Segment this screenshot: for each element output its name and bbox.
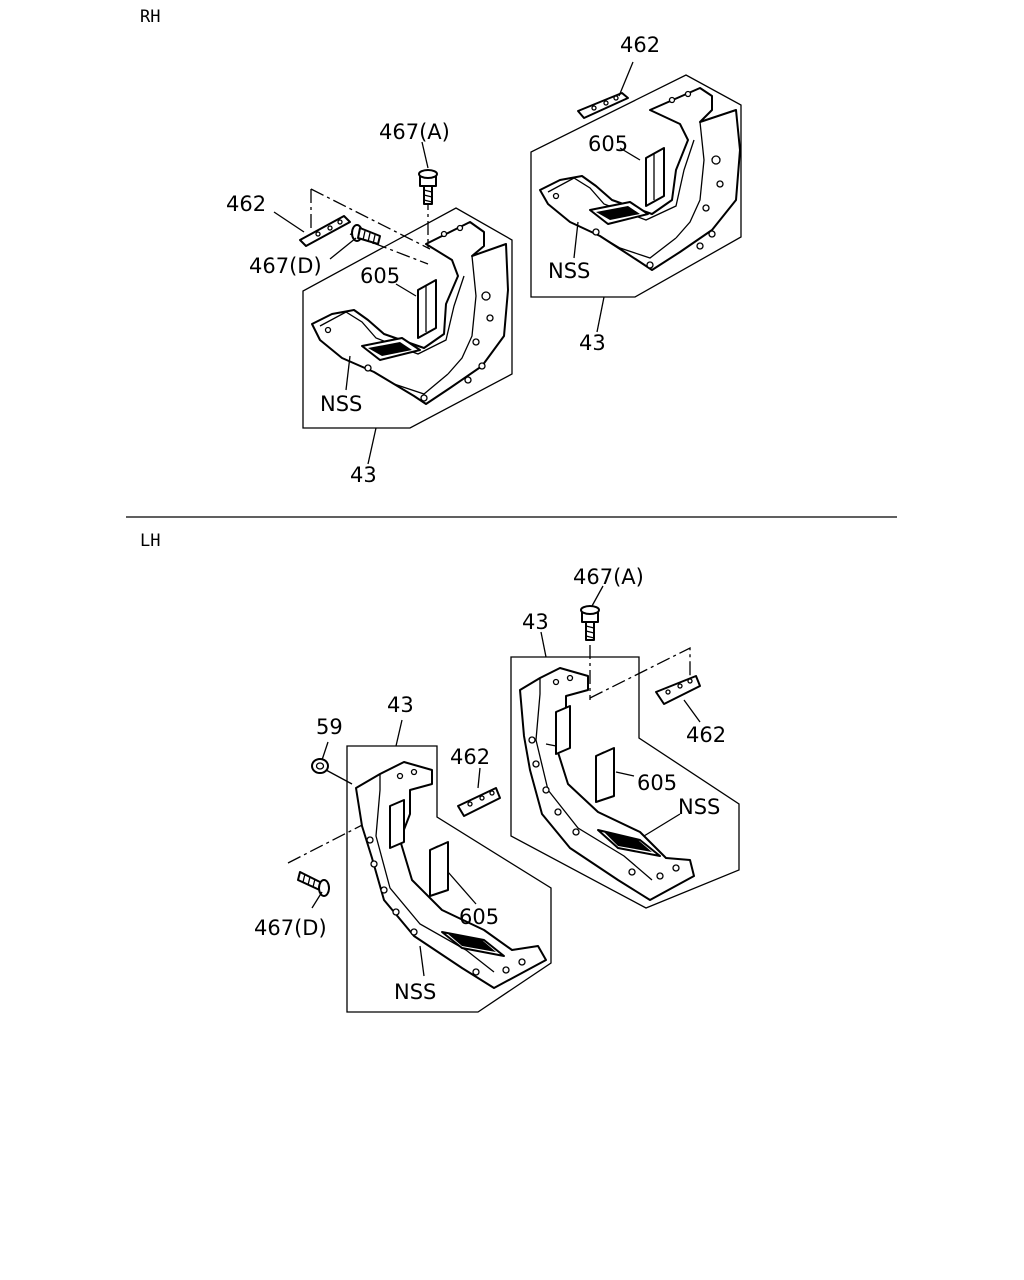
rh-label-467a: 467(A) <box>379 120 450 144</box>
rh-label-nss-right: NSS <box>548 259 590 283</box>
rh-leader-467a <box>421 141 429 169</box>
lh-right-leader-43 <box>540 631 547 658</box>
lh-left-bracket-43 <box>355 761 547 989</box>
lh-label-43-right: 43 <box>522 610 549 634</box>
lh-right-bracket-assembly: 467(A) 43 462 605 NSS <box>510 565 740 909</box>
rh-left-callout-frame <box>302 207 513 429</box>
lh-label-nss-left: NSS <box>394 980 436 1004</box>
lh-label-462-right: 462 <box>686 723 726 747</box>
rh-label-462-left: 462 <box>226 192 266 216</box>
lh-bolt-467a <box>580 605 600 641</box>
rh-right-bracket-43 <box>539 87 741 271</box>
lh-left-leader-nss <box>419 945 425 977</box>
rh-right-callout-frame <box>530 74 742 298</box>
rh-right-pad-605 <box>645 147 665 207</box>
lh-right-leader-nss <box>643 813 681 837</box>
lh-right-plate-462 <box>655 675 701 705</box>
rh-label-43-right: 43 <box>579 331 606 355</box>
rh-left-dash-line-1 <box>310 188 431 250</box>
rh-left-leader-nss <box>345 355 351 391</box>
rh-right-leader-43 <box>596 296 605 333</box>
rh-leader-467d <box>329 237 357 260</box>
lh-label-605-right: 605 <box>637 771 677 795</box>
rh-left-pad-605 <box>417 279 437 339</box>
rh-left-leader-43 <box>367 427 377 465</box>
lh-left-plate-462 <box>457 787 501 817</box>
section-title-rh: RH <box>140 7 160 27</box>
rh-left-plate-462 <box>299 215 351 247</box>
rh-label-462-right: 462 <box>620 33 660 57</box>
lh-nut-line <box>325 769 353 785</box>
lh-left-callout-frame <box>346 745 552 1013</box>
rh-right-plate-462 <box>577 92 629 119</box>
rh-left-bracket-assembly: 467(A) 462 467(D) 605 NSS 43 <box>226 120 513 487</box>
rh-label-467d: 467(D) <box>249 254 322 278</box>
rh-bolt-467d <box>351 224 381 245</box>
lh-left-leader-462 <box>477 767 481 789</box>
rh-right-leader-nss <box>573 221 579 259</box>
lh-left-leader-43 <box>395 719 403 747</box>
lh-leader-467a <box>591 585 604 607</box>
lh-label-59: 59 <box>316 715 343 739</box>
lh-label-467a: 467(A) <box>573 565 644 589</box>
rh-right-leader-605 <box>619 147 641 161</box>
lh-right-leader-462 <box>683 699 701 723</box>
lh-right-pad-605 <box>595 747 615 803</box>
rh-bolt-467a <box>418 169 438 205</box>
lh-left-pad-605 <box>429 841 449 897</box>
lh-label-605-left: 605 <box>459 905 499 929</box>
lh-label-nss-right: NSS <box>678 795 720 819</box>
rh-label-605-left: 605 <box>360 264 400 288</box>
rh-left-leader-605 <box>395 283 417 297</box>
lh-label-43-left: 43 <box>387 693 414 717</box>
rh-left-leader-462 <box>273 211 305 233</box>
lh-right-bracket-43 <box>519 667 695 901</box>
rh-label-43-left: 43 <box>350 463 377 487</box>
rh-right-bracket-assembly: 462 605 NSS 43 <box>530 33 742 355</box>
lh-bolt-467d <box>297 871 330 897</box>
lh-left-leader-605 <box>447 871 477 905</box>
rh-left-bracket-43 <box>311 221 509 405</box>
rh-right-leader-462 <box>618 61 634 97</box>
lh-leader-59 <box>321 741 329 761</box>
lh-label-467d: 467(D) <box>254 916 327 940</box>
lh-right-dash-line-1 <box>589 646 691 699</box>
rh-label-605-right: 605 <box>588 132 628 156</box>
lh-right-leader-605 <box>615 771 635 777</box>
lh-label-462-left: 462 <box>450 745 490 769</box>
lh-leader-467d <box>311 891 323 909</box>
section-title-lh: LH <box>140 531 160 551</box>
lh-nut-59 <box>311 758 329 774</box>
lh-left-bracket-assembly: 59 43 462 467(D) 605 NSS <box>254 693 552 1013</box>
rh-label-nss-left: NSS <box>320 392 362 416</box>
lh-right-callout-frame <box>510 656 740 909</box>
